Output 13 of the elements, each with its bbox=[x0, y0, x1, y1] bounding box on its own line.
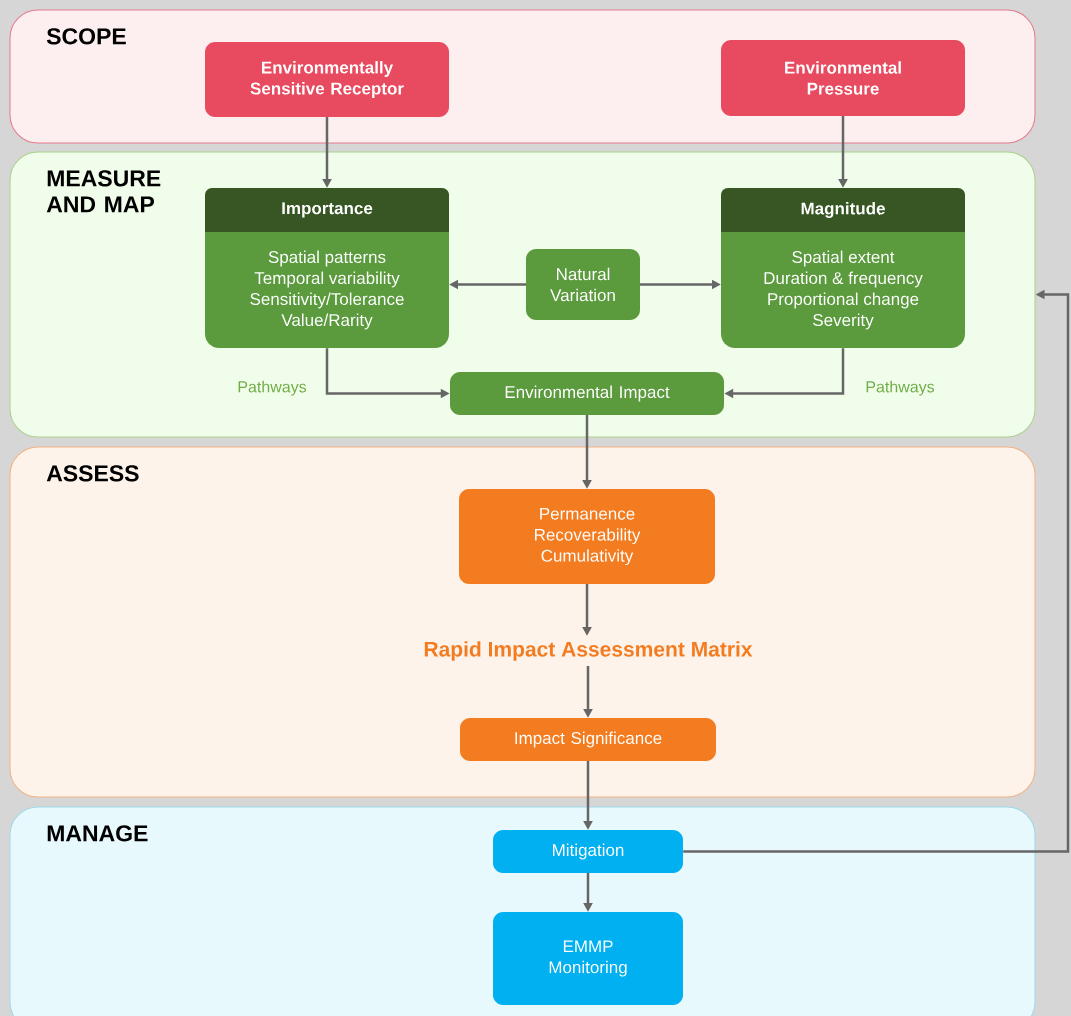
matrix-heading: Rapid Impact Assessment Matrix bbox=[424, 641, 753, 661]
process-box: Permanence Recoverability Cumulativity bbox=[459, 489, 715, 584]
edge-label: Pathways bbox=[238, 380, 307, 396]
process-box: Importance Spatial patterns Temporal variability Sensitivity/Tolerance Value/Rarity bbox=[205, 188, 449, 348]
process-box: Mitigation bbox=[493, 830, 683, 873]
process-box: Environmentally Sensitive Receptor bbox=[205, 42, 449, 117]
process-box: EMMP Monitoring bbox=[493, 912, 683, 1005]
process-box: Environmental Pressure bbox=[721, 40, 965, 116]
edge-label: Pathways bbox=[866, 380, 935, 396]
process-box: Natural Variation bbox=[526, 249, 640, 320]
process-box: Magnitude Spatial extent Duration & frequency Proportional change Severity bbox=[721, 188, 965, 348]
process-box: Environmental Impact bbox=[450, 372, 724, 415]
process-box: Impact Significance bbox=[460, 718, 716, 761]
